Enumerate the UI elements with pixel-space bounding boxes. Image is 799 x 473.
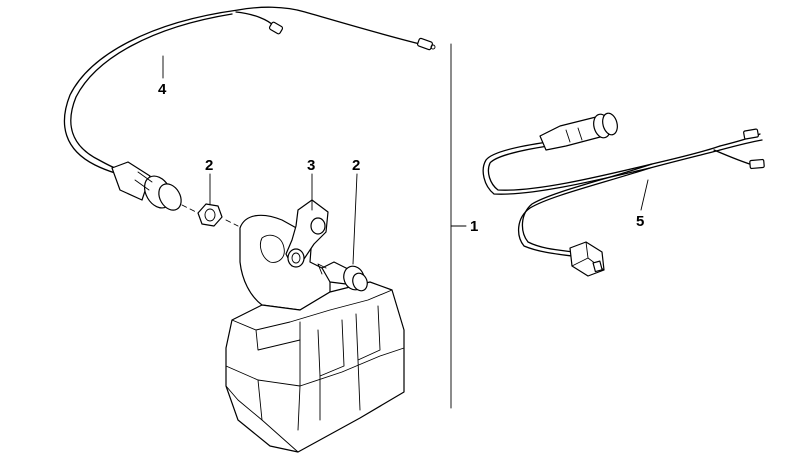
callout-3: 3 bbox=[307, 157, 315, 174]
group-bracket-1 bbox=[450, 43, 467, 409]
callout-5: 5 bbox=[636, 213, 644, 230]
socket-plug-part-2 bbox=[317, 261, 368, 292]
callout-2-plug: 2 bbox=[352, 157, 360, 174]
mounting-bracket-housing bbox=[225, 214, 405, 453]
cable-assembly-part-4 bbox=[63, 6, 436, 213]
callout-4: 4 bbox=[158, 81, 167, 98]
leader-lines bbox=[162, 55, 649, 265]
callout-1: 1 bbox=[470, 218, 478, 235]
round-connector bbox=[111, 161, 182, 211]
wiring-harness-part-5 bbox=[482, 112, 765, 277]
callout-2-nut: 2 bbox=[205, 157, 213, 174]
flat-connector bbox=[569, 241, 605, 277]
lighter-plug bbox=[539, 112, 618, 151]
clip-bracket-part-3 bbox=[285, 199, 329, 268]
hex-nut-part-2 bbox=[197, 203, 239, 227]
